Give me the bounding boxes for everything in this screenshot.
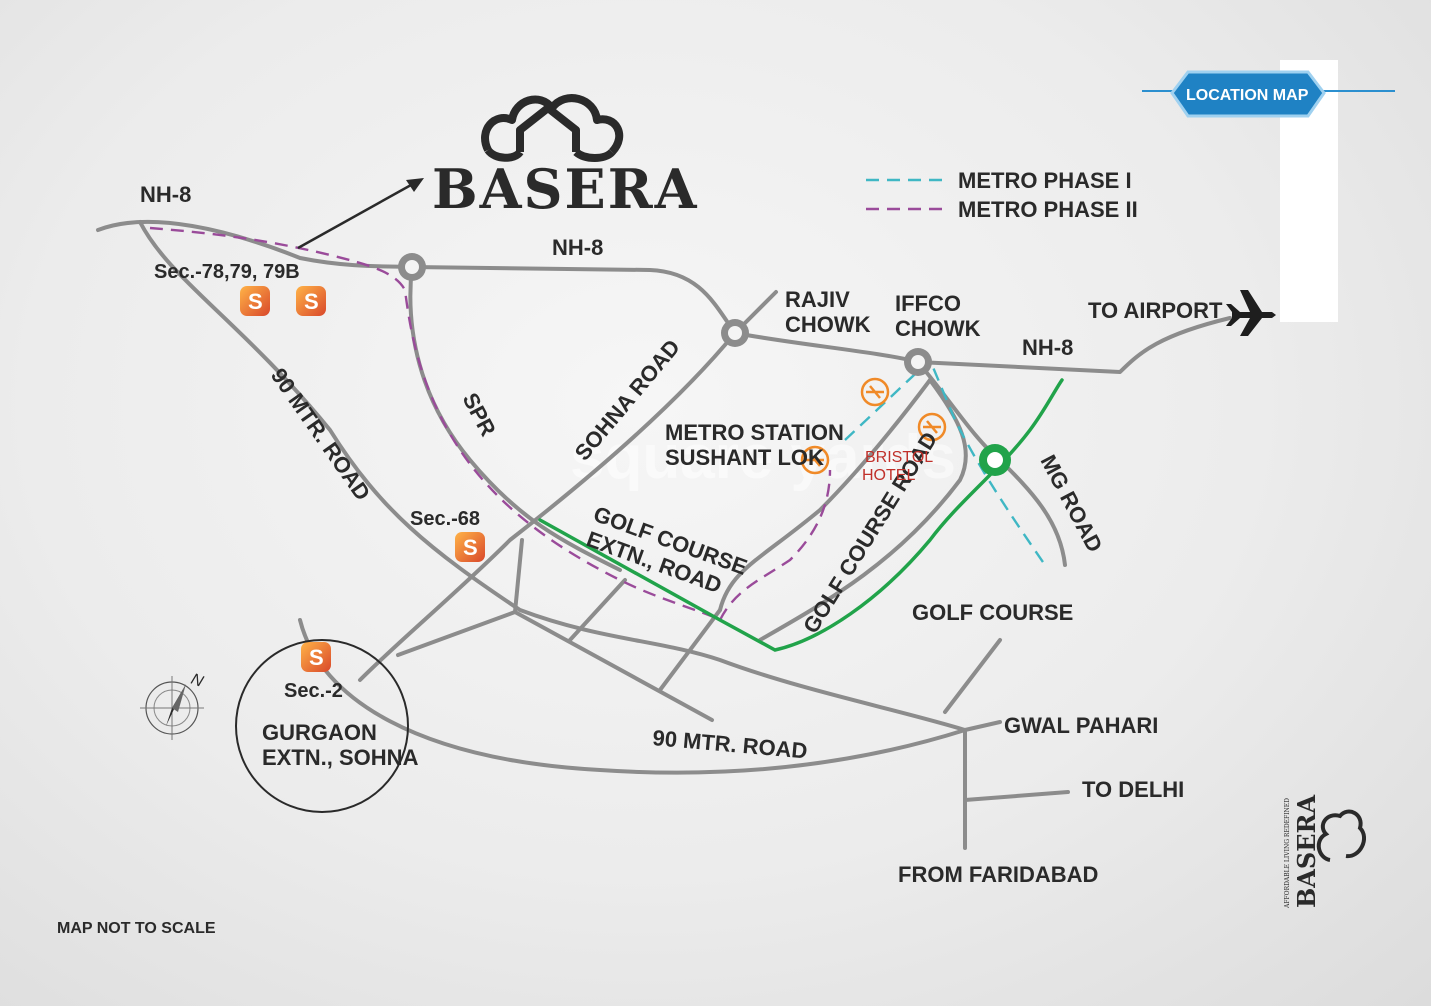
small-brand-name: BASERA bbox=[1292, 795, 1321, 908]
metro-phase-2-line-b bbox=[718, 469, 832, 621]
brand-name: BASERA bbox=[432, 157, 698, 221]
bristol-hotel-label-1: BRISTOL bbox=[865, 449, 933, 466]
map-scale-note: MAP NOT TO SCALE bbox=[57, 920, 216, 937]
location-map-badge[interactable] bbox=[1142, 70, 1395, 118]
marker-letter: S bbox=[463, 535, 478, 560]
legend-label-phase-2: METRO PHASE II bbox=[958, 197, 1138, 222]
nh8-road bbox=[96, 219, 1232, 374]
chowk-nodes bbox=[398, 253, 932, 376]
metro-station-label-1: METRO STATION bbox=[665, 420, 844, 445]
gwal-pahari-label: GWAL PAHARI bbox=[1004, 713, 1158, 738]
small-brand-logo: BASERA AFFORDABLE LIVING REDEFINED bbox=[1284, 795, 1321, 909]
from-faridabad-label: FROM FARIDABAD bbox=[898, 862, 1098, 887]
link-road-4 bbox=[718, 378, 932, 612]
marker-letter: S bbox=[304, 289, 319, 314]
brand-arrow bbox=[297, 178, 421, 250]
iffco-chowk-label-1: IFFCO bbox=[895, 291, 961, 316]
gurgaon-extn-circle bbox=[235, 639, 409, 813]
metro-station-label-2: SUSHANT LOK bbox=[665, 445, 824, 470]
mtr90-road-lower bbox=[298, 618, 967, 775]
legend-label-phase-1: METRO PHASE I bbox=[958, 168, 1132, 193]
golf-course-road-branch bbox=[943, 638, 1002, 714]
small-brand-tagline: AFFORDABLE LIVING REDEFINED bbox=[1284, 798, 1291, 909]
nh8-label-east: NH-8 bbox=[1022, 335, 1073, 360]
iffco-chowk-label-2: CHOWK bbox=[895, 316, 981, 341]
airport-label: TO AIRPORT bbox=[1088, 298, 1223, 323]
link-road-1 bbox=[513, 538, 524, 614]
marker-letter: S bbox=[248, 289, 263, 314]
sector-marker-icon bbox=[240, 286, 485, 672]
gc-extn-road bbox=[396, 610, 714, 722]
compass-icon bbox=[140, 676, 204, 740]
nh8-label-center: NH-8 bbox=[552, 235, 603, 260]
bristol-hotel-label-2: HOTEL bbox=[862, 467, 915, 484]
metro-phase-1-line bbox=[844, 357, 1046, 566]
mtr90-label-north: 90 MTR. ROAD bbox=[266, 364, 376, 506]
sector-2-label: Sec.-2 bbox=[284, 680, 343, 702]
spr-label: SPR bbox=[458, 389, 501, 441]
badge-label: LOCATION MAP bbox=[1186, 87, 1309, 104]
sohna-road bbox=[358, 290, 778, 682]
marker-letter: S bbox=[309, 645, 324, 670]
rapid-metro-ring-inner bbox=[987, 452, 1003, 468]
sector-68-label: Sec.-68 bbox=[410, 508, 480, 530]
link-road-3 bbox=[658, 608, 722, 692]
gc-road bbox=[758, 378, 968, 642]
spr-road bbox=[408, 265, 622, 572]
mtr90-label-south: 90 MTR. ROAD bbox=[652, 725, 809, 763]
golf-course-label: GOLF COURSE bbox=[912, 600, 1073, 625]
compass-north-label: N bbox=[189, 671, 206, 691]
rapid-metro-line bbox=[538, 378, 1064, 652]
mg-road-label: MG ROAD bbox=[1036, 451, 1108, 557]
mtr90-road-upper bbox=[138, 220, 967, 732]
link-road-2 bbox=[568, 578, 627, 642]
small-cloud-icon bbox=[1316, 809, 1366, 862]
metro-station-icon bbox=[800, 377, 947, 475]
nh8-label-west: NH-8 bbox=[140, 182, 191, 207]
arrow-head-icon bbox=[406, 178, 424, 192]
gurgaon-extn-label-1: GURGAON bbox=[262, 720, 377, 745]
to-delhi-label: TO DELHI bbox=[1082, 777, 1184, 802]
gwal-road bbox=[963, 720, 1002, 732]
gurgaon-extn-label-2: EXTN., SOHNA bbox=[262, 745, 419, 770]
delhi-road bbox=[963, 790, 1070, 802]
airplane-icon bbox=[1226, 290, 1276, 336]
rajiv-chowk-label-1: RAJIV bbox=[785, 287, 850, 312]
sector-78-label: Sec.-78,79, 79B bbox=[154, 261, 300, 283]
brand-logo bbox=[481, 94, 624, 162]
rajiv-chowk-label-2: CHOWK bbox=[785, 312, 871, 337]
